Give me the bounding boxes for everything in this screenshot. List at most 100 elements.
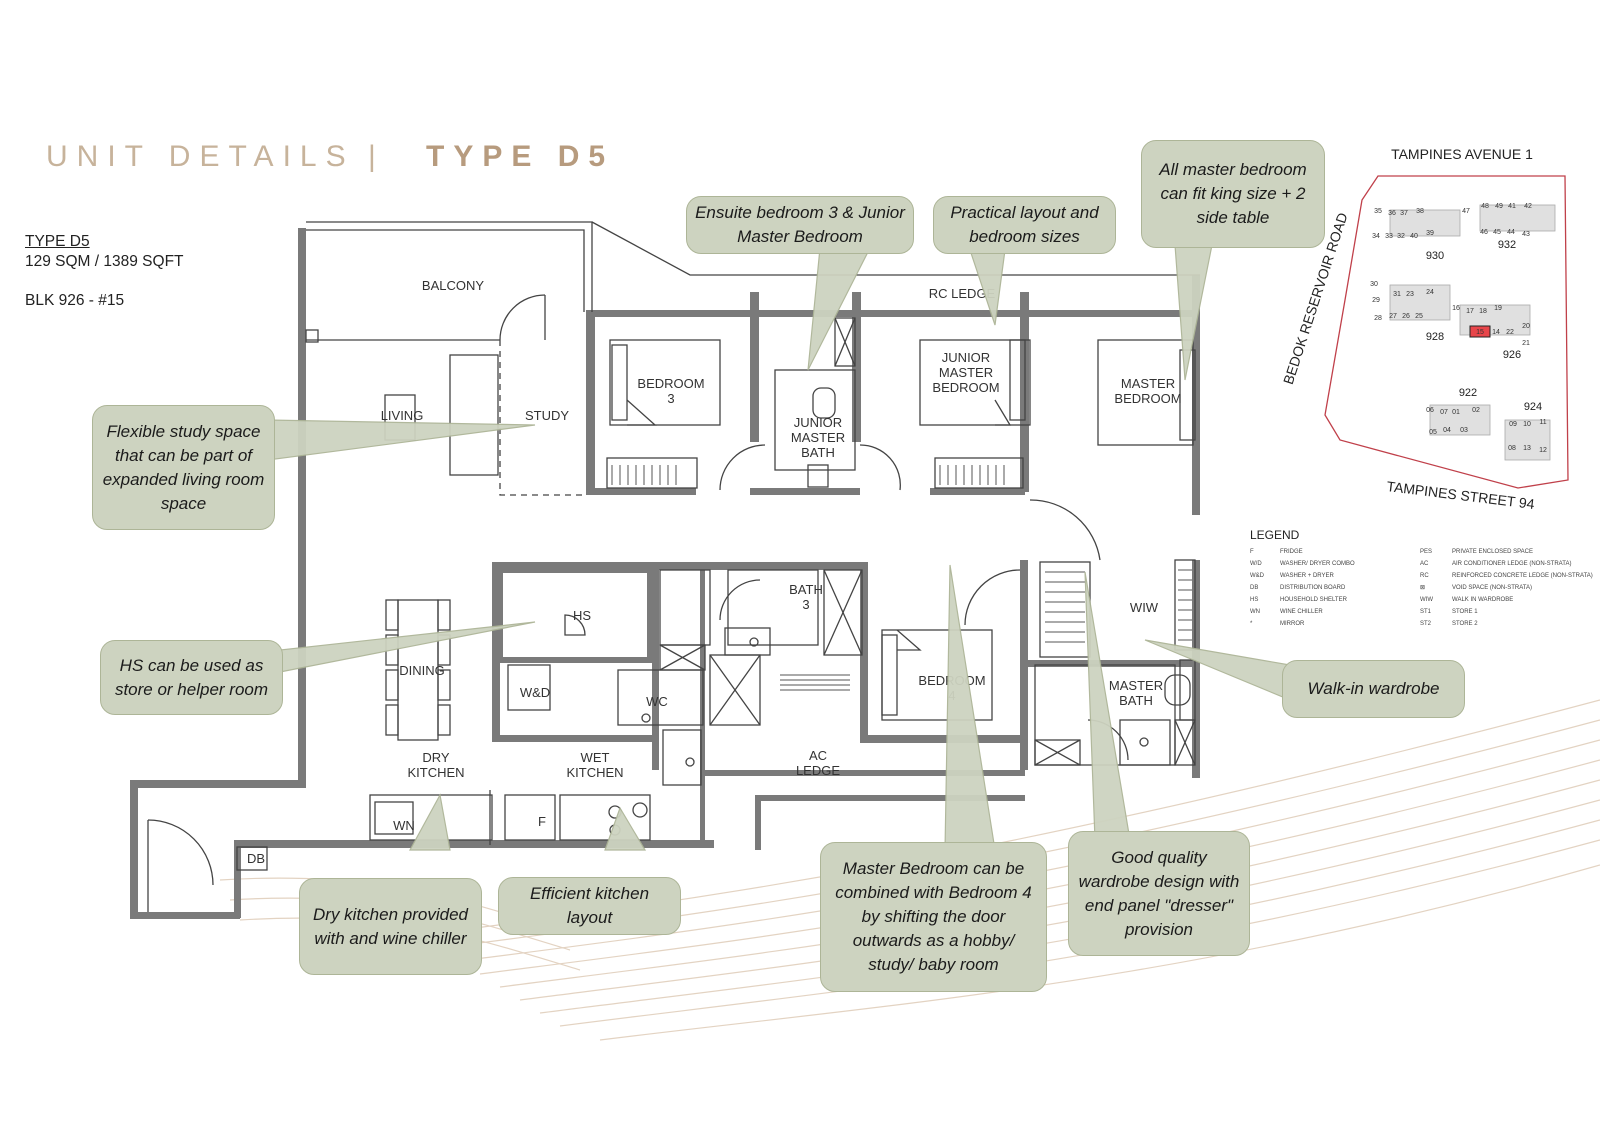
svg-text:01: 01 xyxy=(1452,409,1460,416)
svg-text:38: 38 xyxy=(1416,208,1424,215)
room-label-mbath-line2: BATH xyxy=(1119,693,1153,708)
callout-master-fit: All master bedroom can fit king size + 2… xyxy=(1141,140,1325,248)
svg-text:05: 05 xyxy=(1429,429,1437,436)
svg-text:PES: PES xyxy=(1420,549,1432,555)
svg-text:02: 02 xyxy=(1472,407,1480,414)
svg-text:27: 27 xyxy=(1389,313,1397,320)
room-label-wc: WC xyxy=(646,694,668,709)
block-label-922: 922 xyxy=(1459,387,1477,399)
svg-text:PRIVATE ENCLOSED SPACE: PRIVATE ENCLOSED SPACE xyxy=(1452,549,1533,555)
svg-text:17: 17 xyxy=(1466,308,1474,315)
svg-text:15: 15 xyxy=(1476,329,1484,336)
room-label-wet-kitchen-line1: WET xyxy=(581,750,610,765)
svg-text:47: 47 xyxy=(1462,208,1470,215)
room-label-master-line1: MASTER xyxy=(1121,376,1175,391)
svg-text:33: 33 xyxy=(1385,233,1393,240)
svg-text:37: 37 xyxy=(1400,210,1408,217)
svg-text:12: 12 xyxy=(1539,447,1547,454)
svg-text:WIW: WIW xyxy=(1420,597,1433,603)
callout-practical-layout: Practical layout and bedroom sizes xyxy=(933,196,1116,254)
block-label-932: 932 xyxy=(1498,239,1516,251)
block-label-926: 926 xyxy=(1503,349,1521,361)
svg-text:F: F xyxy=(1250,549,1254,555)
svg-text:WN: WN xyxy=(1250,609,1260,615)
callout-flexible-study: Flexible study space that can be part of… xyxy=(92,405,275,530)
svg-text:MIRROR: MIRROR xyxy=(1280,621,1305,627)
svg-text:11: 11 xyxy=(1539,419,1546,426)
room-label-study: STUDY xyxy=(525,408,569,423)
svg-text:43: 43 xyxy=(1522,231,1530,238)
svg-text:WALK IN WARDROBE: WALK IN WARDROBE xyxy=(1452,597,1513,603)
svg-text:26: 26 xyxy=(1402,313,1410,320)
svg-text:30: 30 xyxy=(1370,281,1378,288)
svg-text:WASHER/ DRYER COMBO: WASHER/ DRYER COMBO xyxy=(1280,561,1355,567)
room-label-jmbath-line3: BATH xyxy=(801,445,835,460)
room-label-bedroom3-line1: BEDROOM xyxy=(637,376,704,391)
svg-text:VOID SPACE (NON-STRATA): VOID SPACE (NON-STRATA) xyxy=(1452,585,1532,591)
svg-text:09: 09 xyxy=(1509,421,1517,428)
svg-text:20: 20 xyxy=(1522,323,1530,330)
svg-text:39: 39 xyxy=(1426,230,1434,237)
svg-text:04: 04 xyxy=(1443,427,1451,434)
callout-ensuite: Ensuite bedroom 3 & Junior Master Bedroo… xyxy=(686,196,914,254)
svg-text:23: 23 xyxy=(1406,291,1414,298)
room-label-ac-ledge-line1: AC xyxy=(809,748,827,763)
svg-text:03: 03 xyxy=(1460,427,1468,434)
block-footprints xyxy=(1389,204,1556,461)
legend-title: LEGEND xyxy=(1250,528,1300,542)
svg-text:32: 32 xyxy=(1397,233,1405,240)
appliance-label-db: DB xyxy=(247,851,265,866)
page-title: UNIT DETAILS xyxy=(46,140,355,173)
unit-numbers: 35 36 37 38 47 48 49 41 42 34 33 32 40 3… xyxy=(1370,203,1547,454)
unit-type-title: TYPE D5 xyxy=(426,140,615,173)
svg-text:29: 29 xyxy=(1372,297,1380,304)
appliance-label-fridge: F xyxy=(538,814,546,829)
svg-text:28: 28 xyxy=(1374,315,1382,322)
svg-text:14: 14 xyxy=(1492,329,1500,336)
room-label-jmbath-line1: JUNIOR xyxy=(794,415,842,430)
unit-type-label: TYPE D5 xyxy=(25,233,90,250)
svg-text:DISTRIBUTION BOARD: DISTRIBUTION BOARD xyxy=(1280,585,1346,591)
callout-combine-bedrooms: Master Bedroom can be combined with Bedr… xyxy=(820,842,1047,992)
svg-text:18: 18 xyxy=(1479,308,1487,315)
svg-text:46: 46 xyxy=(1480,229,1488,236)
svg-text:STORE 2: STORE 2 xyxy=(1452,621,1478,627)
unit-size-label: 129 SQM / 1389 SQFT xyxy=(25,253,184,270)
callout-pointers xyxy=(267,244,1291,851)
svg-text:42: 42 xyxy=(1524,203,1532,210)
room-label-jmbed-line2: MASTER xyxy=(939,365,993,380)
svg-text:⊠: ⊠ xyxy=(1420,585,1425,591)
room-label-dry-kitchen-line2: KITCHEN xyxy=(407,765,464,780)
svg-text:AIR CONDITIONER LEDGE (NON-STR: AIR CONDITIONER LEDGE (NON-STRATA) xyxy=(1452,561,1571,567)
svg-text:DB: DB xyxy=(1250,585,1258,591)
callout-efficient-kitchen: Efficient kitchen layout xyxy=(498,877,681,935)
room-label-rc-ledge: RC LEDGE xyxy=(929,286,996,301)
svg-text:19: 19 xyxy=(1494,305,1502,312)
svg-text:WINE CHILLER: WINE CHILLER xyxy=(1280,609,1323,615)
svg-text:36: 36 xyxy=(1388,210,1396,217)
room-label-balcony: BALCONY xyxy=(422,278,484,293)
svg-text:24: 24 xyxy=(1426,289,1434,296)
block-label-928: 928 xyxy=(1426,331,1444,343)
title-separator: | xyxy=(368,140,376,173)
svg-text:16: 16 xyxy=(1452,305,1460,312)
svg-text:ST2: ST2 xyxy=(1420,621,1432,627)
room-label-living: LIVING xyxy=(381,408,424,423)
room-label-master-line2: BEDROOM xyxy=(1114,391,1181,406)
svg-text:35: 35 xyxy=(1374,208,1382,215)
room-label-dining: DINING xyxy=(399,663,445,678)
room-label-ac-ledge-line2: LEDGE xyxy=(796,763,840,778)
svg-text:FRIDGE: FRIDGE xyxy=(1280,549,1303,555)
room-label-bath3-line2: 3 xyxy=(802,597,809,612)
svg-text:ST1: ST1 xyxy=(1420,609,1432,615)
block-label-930: 930 xyxy=(1426,250,1444,262)
svg-text:13: 13 xyxy=(1523,445,1531,452)
svg-text:40: 40 xyxy=(1410,233,1418,240)
road-label-top: TAMPINES AVENUE 1 xyxy=(1391,146,1533,162)
svg-text:34: 34 xyxy=(1372,233,1380,240)
svg-text:45: 45 xyxy=(1493,229,1501,236)
svg-text:22: 22 xyxy=(1506,329,1514,336)
